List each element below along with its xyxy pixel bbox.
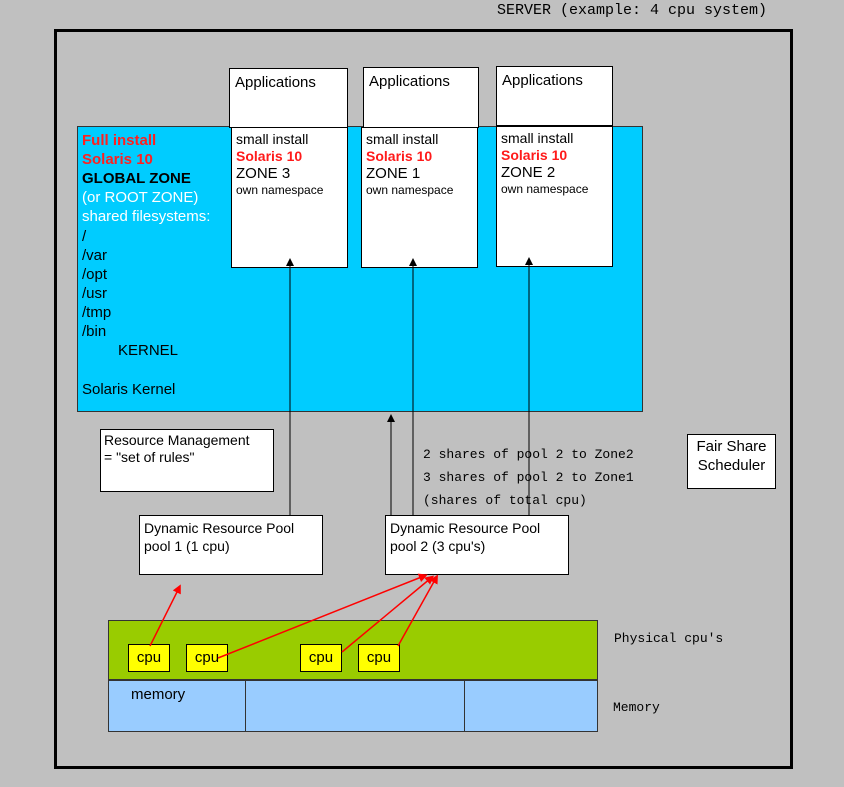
global-zone-line: Solaris 10 xyxy=(82,151,153,168)
global-zone-line: /usr xyxy=(82,285,108,302)
memory-segment-3 xyxy=(464,680,598,732)
resource-management-box: Resource Management = "set of rules" xyxy=(100,429,274,492)
zone-namespace: own namespace xyxy=(236,183,324,197)
global-zone-line: Solaris Kernel xyxy=(82,381,176,398)
global-zone-line: /tmp xyxy=(82,304,112,321)
note-zone1-shares: 3 shares of pool 2 to Zone1 xyxy=(423,470,634,485)
zone-box-zone2: small install Solaris 10 ZONE 2 own name… xyxy=(496,126,613,267)
global-zone-line: KERNEL xyxy=(118,342,179,359)
zone-os: Solaris 10 xyxy=(501,147,568,163)
zone-install: small install xyxy=(501,130,574,146)
zone-os: Solaris 10 xyxy=(236,148,303,164)
pool-title: Dynamic Resource Pool xyxy=(144,520,295,536)
memory-segment-2 xyxy=(245,680,465,732)
global-zone-line: GLOBAL ZONE xyxy=(82,170,191,187)
memory-segment-1: memory xyxy=(108,680,246,732)
zone-install: small install xyxy=(236,131,309,147)
zone-box-zone3: small install Solaris 10 ZONE 3 own name… xyxy=(231,127,348,268)
server-frame xyxy=(54,29,793,769)
arrow-cpu3-to-pool2 xyxy=(341,575,435,653)
global-zone-line: / xyxy=(82,228,87,245)
global-zone-line: /var xyxy=(82,247,108,264)
note-zone2-shares: 2 shares of pool 2 to Zone2 xyxy=(423,447,634,462)
zone-name: ZONE 1 xyxy=(366,165,421,182)
applications-label: Applications xyxy=(235,74,316,91)
pool-title: Dynamic Resource Pool xyxy=(390,520,541,536)
zone-os: Solaris 10 xyxy=(366,148,433,164)
note-total-cpu: (shares of total cpu) xyxy=(423,493,587,508)
fair-share-line1: Fair Share xyxy=(696,438,767,455)
cpu-chip-4: cpu xyxy=(358,644,400,672)
zone-install: small install xyxy=(366,131,439,147)
memory-row-label: Memory xyxy=(613,700,660,715)
cpu-chip-2: cpu xyxy=(186,644,228,672)
zone-namespace: own namespace xyxy=(501,182,589,196)
fair-share-line2: Scheduler xyxy=(697,457,766,474)
pool-detail: pool 1 (1 cpu) xyxy=(144,538,230,554)
arrow-cpu4-to-pool2 xyxy=(397,574,438,647)
global-zone-line: (or ROOT ZONE) xyxy=(82,189,199,206)
global-zone-line: /opt xyxy=(82,266,108,283)
resource-pool-2: Dynamic Resource Pool pool 2 (3 cpu's) xyxy=(385,515,569,575)
memory-label: memory xyxy=(131,686,186,703)
cpu-chip-3: cpu xyxy=(300,644,342,672)
applications-box-zone2: Applications xyxy=(496,66,613,126)
global-zone-line: shared filesystems: xyxy=(82,208,211,225)
zone-namespace: own namespace xyxy=(366,183,454,197)
applications-label: Applications xyxy=(369,73,450,90)
applications-label: Applications xyxy=(502,72,583,89)
arrow-cpu2-to-pool2 xyxy=(217,573,428,659)
resource-management-title: Resource Management xyxy=(104,432,250,448)
arrow-cpu1-to-pool1 xyxy=(149,584,181,647)
server-title: SERVER (example: 4 cpu system) xyxy=(497,2,768,19)
global-zone-line: /bin xyxy=(82,323,107,340)
resource-management-desc: = "set of rules" xyxy=(104,449,195,465)
physical-cpu-label: Physical cpu's xyxy=(614,631,724,646)
zone-name: ZONE 2 xyxy=(501,164,556,181)
applications-box-zone1: Applications xyxy=(363,67,479,128)
cpu-chip-1: cpu xyxy=(128,644,170,672)
applications-box-zone3: Applications xyxy=(229,68,348,128)
zone-name: ZONE 3 xyxy=(236,165,291,182)
global-zone-line: Full install xyxy=(82,132,157,149)
zone-box-zone1: small install Solaris 10 ZONE 1 own name… xyxy=(361,127,478,268)
pool-detail: pool 2 (3 cpu's) xyxy=(390,538,486,554)
resource-pool-1: Dynamic Resource Pool pool 1 (1 cpu) xyxy=(139,515,323,575)
fair-share-scheduler-box: Fair Share Scheduler xyxy=(687,434,776,489)
